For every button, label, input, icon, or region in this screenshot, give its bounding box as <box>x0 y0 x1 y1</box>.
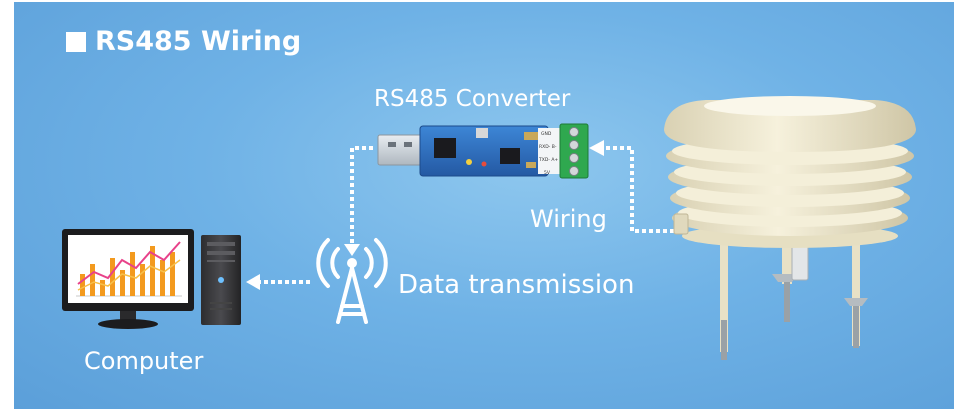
usb-plug <box>377 134 423 166</box>
square-bullet-icon <box>66 31 86 52</box>
terminal-label-1: GND <box>541 131 552 137</box>
sensor-to-converter-line <box>604 146 674 233</box>
wireless-antenna-icon <box>316 238 388 324</box>
connection-lines <box>258 146 674 284</box>
diagram-title-text: RS485 Wiring <box>95 26 302 57</box>
terminal-label-4: 5V <box>544 170 551 176</box>
arrow-into-converter-icon <box>589 140 604 156</box>
arrow-left-icon <box>246 274 260 290</box>
wiring-label: Wiring <box>530 205 607 233</box>
converter-to-antenna-line <box>350 146 376 250</box>
terminal-block <box>559 123 589 179</box>
terminal-label-3: TXD- A+ <box>538 157 558 163</box>
diagram-title: RS485 Wiring <box>66 26 301 57</box>
data-transmission-label: Data transmission <box>398 270 635 300</box>
sensor-illustration <box>664 96 916 360</box>
computer-label: Computer <box>84 347 204 375</box>
screen-chart <box>76 241 182 297</box>
rs485-converter: GND RXD- B- TXD- A+ 5V <box>377 123 589 179</box>
wiring-diagram-panel: GND RXD- B- TXD- A+ 5V <box>14 2 954 409</box>
terminal-label-2: RXD- B- <box>539 144 557 150</box>
diagram-artwork: GND RXD- B- TXD- A+ 5V <box>62 96 916 360</box>
arrow-into-antenna-icon <box>344 244 360 256</box>
converter-label: RS485 Converter <box>374 86 571 112</box>
computer-illustration <box>62 229 241 329</box>
